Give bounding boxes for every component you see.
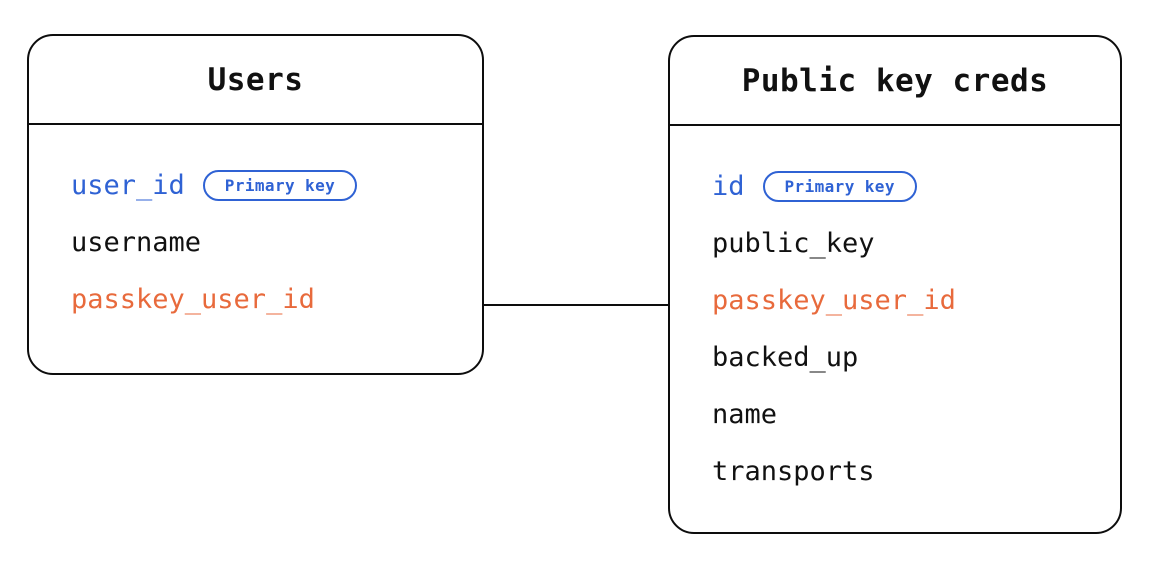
entity-fields-users: user_id Primary key username passkey_user_i…	[29, 125, 482, 373]
field-row[interactable]: transports	[670, 443, 1120, 500]
field-row[interactable]: username	[29, 214, 482, 271]
field-name: name	[712, 399, 778, 430]
field-row[interactable]: backed_up	[670, 329, 1120, 386]
field-row[interactable]: id Primary key	[670, 158, 1120, 215]
entity-header-public-key-creds: Public key creds	[670, 37, 1120, 126]
primary-key-badge: Primary key	[202, 170, 358, 201]
entity-title: Public key creds	[741, 62, 1049, 99]
relationship-connector-users-to-creds	[483, 304, 669, 306]
field-row[interactable]: user_id Primary key	[29, 157, 482, 214]
primary-key-badge: Primary key	[762, 171, 917, 202]
field-name: public_key	[712, 228, 875, 259]
field-row[interactable]: passkey_user_id	[670, 272, 1120, 329]
field-name: transports	[712, 456, 875, 487]
entity-header-users: Users	[29, 36, 482, 125]
entity-title: Users	[207, 61, 304, 98]
field-name: username	[71, 227, 202, 258]
field-name: passkey_user_id	[712, 285, 956, 316]
primary-key-badge-label: Primary key	[784, 176, 895, 196]
entity-card-users[interactable]: Users user_id Primary key username passkey_u…	[27, 34, 484, 375]
field-row[interactable]: name	[670, 386, 1120, 443]
field-name: backed_up	[712, 342, 859, 373]
field-name: passkey_user_id	[71, 284, 315, 315]
primary-key-badge-label: Primary key	[224, 175, 336, 195]
field-row[interactable]: public_key	[670, 215, 1120, 272]
field-row[interactable]: passkey_user_id	[29, 271, 482, 328]
field-name: user_id	[71, 170, 185, 201]
field-name: id	[712, 171, 745, 202]
